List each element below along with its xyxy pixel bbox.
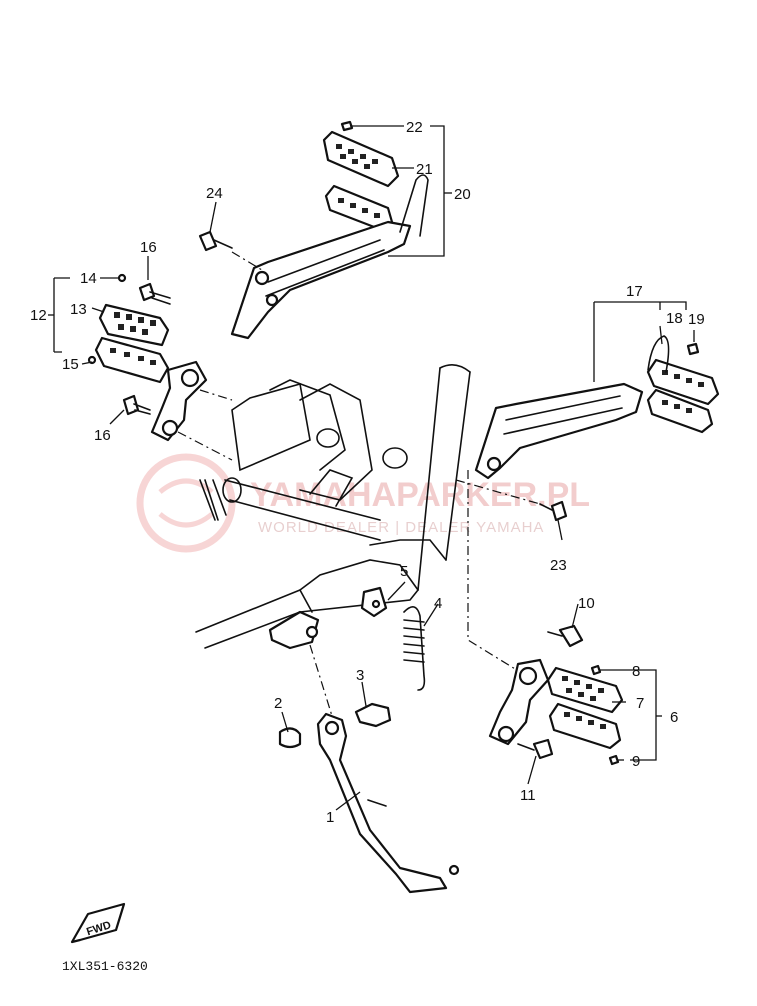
bolt-11: [532, 738, 554, 760]
diagram-code: 1XL351-6320: [62, 959, 148, 974]
watermark: YAMAHAPARKER.PL WORLD DEALER | DEALER YA…: [136, 453, 590, 553]
callout-8: 8: [632, 663, 640, 680]
left-footrest-assembly: [87, 273, 233, 461]
bolt-24: [198, 230, 218, 252]
callout-6: 6: [670, 709, 678, 726]
left-footrest-13: [98, 303, 170, 347]
bolt-10: [558, 624, 584, 648]
fwd-indicator: FWD: [70, 902, 126, 944]
callout-12: 12: [30, 307, 47, 324]
watermark-title: YAMAHAPARKER.PL: [250, 476, 590, 514]
callout-16-bottom: 16: [94, 427, 111, 444]
callout-20: 20: [454, 186, 471, 203]
callout-4: 4: [434, 595, 442, 612]
rear-bracket-17: [474, 382, 644, 480]
watermark-logo-icon: [136, 453, 236, 553]
callout-9: 9: [632, 753, 640, 770]
callout-17: 17: [626, 283, 643, 300]
callout-24: 24: [206, 185, 223, 202]
nut-2: [278, 727, 302, 749]
sidestand-assembly: [268, 586, 460, 894]
callout-18: 18: [666, 310, 683, 327]
rear-left-footrest-assembly: [198, 120, 429, 340]
callout-labels: 22 21 20 24 16 14 12 13 15 16 17 18 19 2…: [30, 119, 705, 826]
bolt-3: [354, 702, 392, 728]
callout-21: 21: [416, 161, 433, 178]
rear-bracket-20: [230, 220, 412, 340]
callout-14: 14: [80, 270, 97, 287]
frame-section: [195, 364, 471, 649]
leader-lines: [48, 125, 695, 811]
sidestand-1: [316, 712, 448, 894]
spring-4: [403, 606, 426, 691]
fwd-arrow-icon: [70, 902, 126, 944]
bolt-23: [550, 500, 568, 522]
callout-15: 15: [62, 356, 79, 373]
callout-13: 13: [70, 301, 87, 318]
callout-19: 19: [688, 311, 705, 328]
callout-11: 11: [520, 787, 536, 804]
stand-bracket: [268, 610, 320, 650]
callout-5: 5: [400, 563, 408, 580]
callout-22: 22: [406, 119, 423, 136]
callout-3: 3: [356, 667, 364, 684]
watermark-subtitle: WORLD DEALER | DEALER YAMAHA: [258, 519, 544, 536]
callout-10: 10: [578, 595, 595, 612]
callout-7: 7: [636, 695, 644, 712]
rear-right-footrest-assembly: [455, 335, 720, 673]
right-footrest-assembly: [488, 624, 624, 766]
callout-16-top: 16: [140, 239, 157, 256]
callout-2: 2: [274, 695, 282, 712]
callout-23: 23: [550, 557, 567, 574]
callout-1: 1: [326, 809, 334, 826]
